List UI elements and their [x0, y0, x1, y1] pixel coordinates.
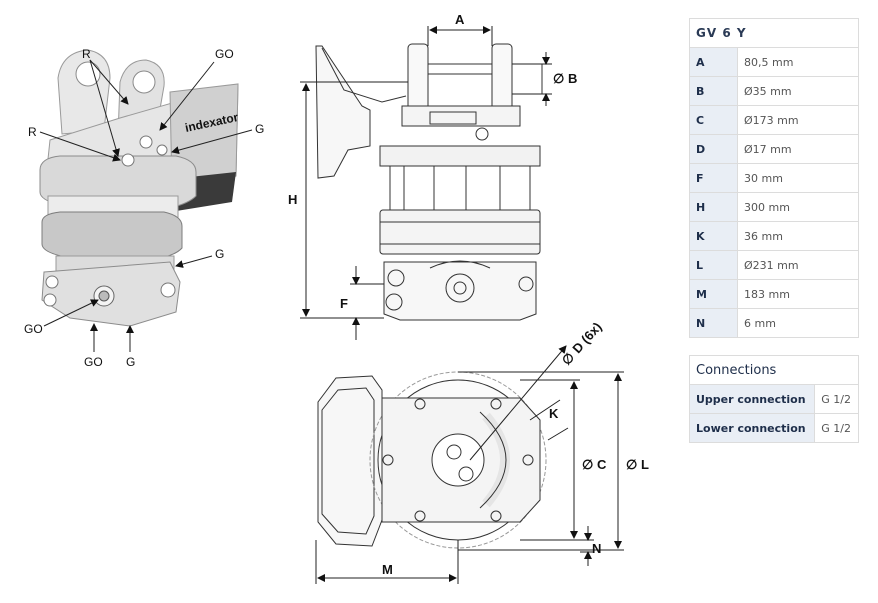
spec-value: 183 mm [737, 279, 859, 309]
isometric-labels: R GO R G G GO GO G [24, 47, 264, 369]
technical-drawing: indexator R GO R G G GO GO G [24, 12, 649, 584]
dim-label-f: F [340, 296, 348, 311]
diameter-symbol-l: ∅ [626, 457, 637, 472]
spec-key: D [689, 134, 738, 164]
connection-value: G 1/2 [814, 413, 859, 443]
connection-key: Upper connection [688, 384, 816, 414]
dim-label-m: M [382, 562, 393, 577]
dim-label-h: H [288, 192, 297, 207]
spec-key: A [689, 47, 738, 77]
spec-key: K [689, 221, 738, 251]
connection-key: Lower connection [688, 413, 816, 443]
connections-table-title: Connections [689, 355, 859, 385]
spec-value: Ø35 mm [737, 76, 859, 106]
label-go-upper: GO [215, 47, 234, 61]
front-view-dimensions [300, 26, 552, 340]
spec-value: 80,5 mm [737, 47, 859, 77]
dim-label-b: B [568, 71, 577, 86]
label-g-bottom: G [126, 355, 135, 369]
isometric-rotator-view: indexator [39, 49, 240, 327]
spec-value: 300 mm [737, 192, 859, 222]
dim-label-a: A [455, 12, 465, 27]
spec-value: 36 mm [737, 221, 859, 251]
front-view-drawing [315, 43, 543, 321]
diameter-symbol-d: ∅ [559, 350, 578, 368]
spec-value: 6 mm [737, 308, 859, 338]
diameter-symbol-b: ∅ [553, 71, 564, 86]
spec-key: L [689, 250, 738, 280]
spec-key: F [689, 163, 738, 193]
dim-label-d-group: ∅ D (6x) [559, 319, 605, 368]
spec-value: 30 mm [737, 163, 859, 193]
label-r-lower: R [28, 125, 37, 139]
dim-label-c: C [597, 457, 607, 472]
label-g-middle: G [215, 247, 224, 261]
spec-value: Ø173 mm [737, 105, 859, 135]
label-go-left: GO [24, 322, 43, 336]
spec-key: M [689, 279, 738, 309]
label-r-upper: R [82, 47, 91, 61]
dim-label-k: K [549, 406, 559, 421]
dim-label-n: N [592, 541, 601, 556]
top-view-drawing [317, 371, 547, 549]
dim-label-l: L [641, 457, 649, 472]
top-view-dimensions [315, 345, 624, 584]
spec-table-title: GV 6 Y [689, 18, 859, 48]
spec-key: C [689, 105, 738, 135]
label-g-upper: G [255, 122, 264, 136]
dim-label-d: D (6x) [569, 319, 604, 356]
spec-value: Ø17 mm [737, 134, 859, 164]
spec-value: Ø231 mm [737, 250, 859, 280]
spec-key: N [689, 308, 738, 338]
connection-value: G 1/2 [814, 384, 859, 414]
diameter-symbol-c: ∅ [582, 457, 593, 472]
label-go-bottom: GO [84, 355, 103, 369]
spec-key: B [689, 76, 738, 106]
spec-key: H [689, 192, 738, 222]
